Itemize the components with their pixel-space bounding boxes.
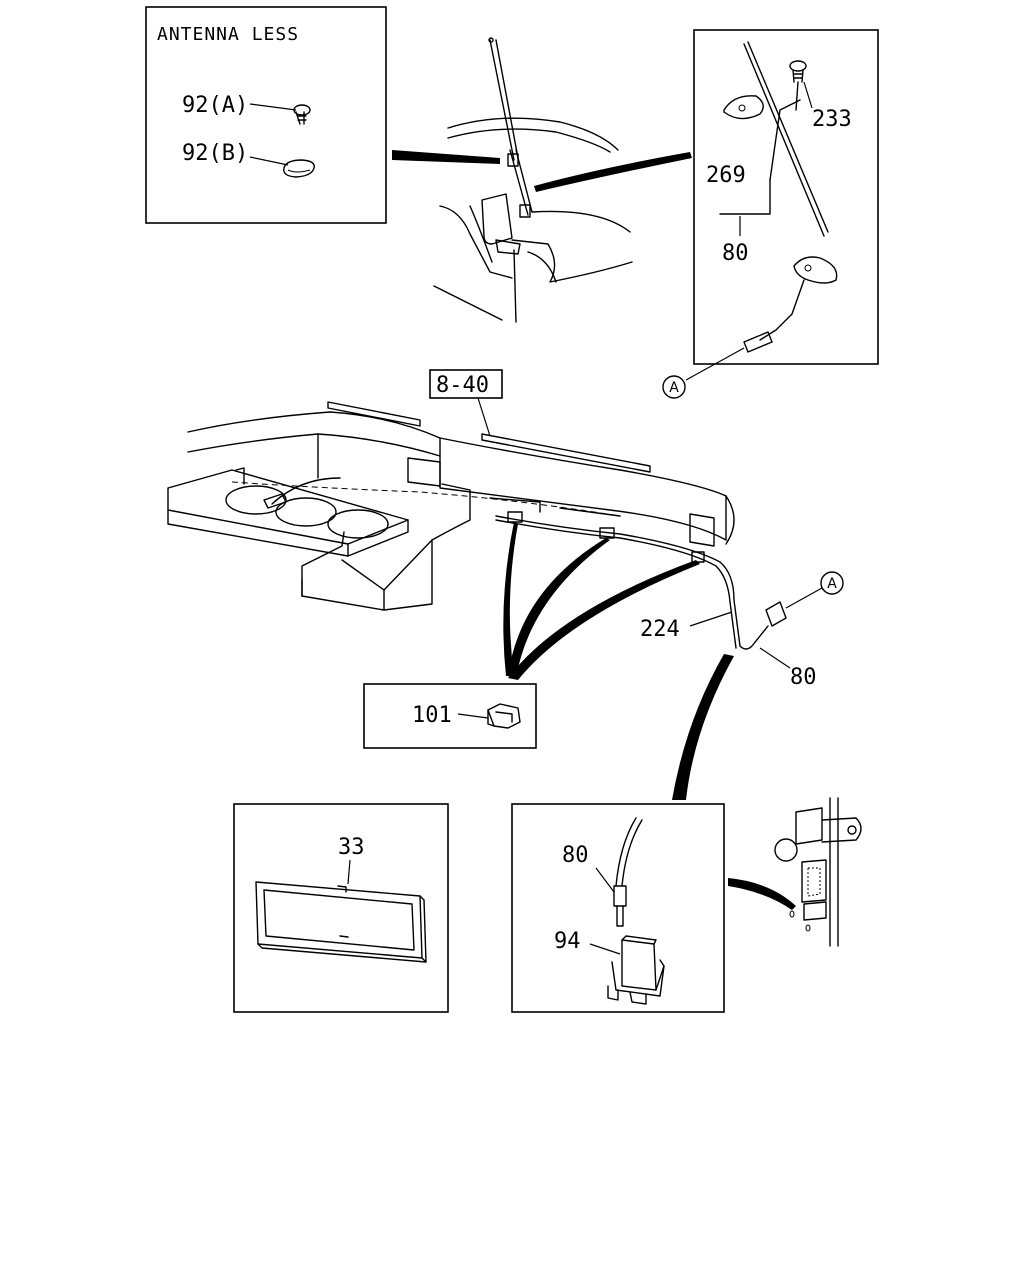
part-label-92b: 92(B) bbox=[182, 141, 248, 166]
svg-text:A: A bbox=[827, 576, 837, 592]
inset-radio-connector: 80 94 bbox=[511, 803, 725, 1013]
dashboard-assembly: 8-40 bbox=[167, 369, 823, 690]
bezel-33 bbox=[255, 881, 427, 963]
connector-ref-a-main: A bbox=[820, 571, 844, 595]
inset-mast-detail: 233 269 80 bbox=[685, 29, 879, 381]
fender-antenna-view bbox=[433, 37, 692, 323]
ref-box-8-40 bbox=[429, 369, 503, 399]
pointer-sweep-door bbox=[728, 878, 796, 910]
pointer-sweep-left bbox=[392, 150, 500, 164]
inset-mast-frame bbox=[693, 29, 879, 365]
pointer-sweep-radio bbox=[672, 654, 734, 800]
cable-end-connector bbox=[765, 601, 787, 627]
inset-clip-frame bbox=[363, 683, 537, 749]
cable-clip-2 bbox=[599, 527, 615, 539]
part-label-80-radio: 80 bbox=[562, 843, 589, 868]
side-mirror bbox=[481, 193, 513, 245]
part-label-80-mast: 80 bbox=[722, 241, 749, 266]
inset-bezel-frame bbox=[233, 803, 449, 1013]
ref-box-label: 8-40 bbox=[436, 373, 489, 398]
plug-92b bbox=[283, 159, 315, 178]
part-label-101: 101 bbox=[412, 703, 452, 728]
radio-cable-plug bbox=[613, 885, 627, 907]
inset-radio-frame bbox=[511, 803, 725, 1013]
cable-224 bbox=[495, 515, 769, 650]
mast-connector bbox=[743, 331, 773, 353]
part-label-80-main: 80 bbox=[790, 665, 817, 690]
part-label-33: 33 bbox=[338, 835, 365, 860]
connector-ref-a-top: A bbox=[662, 375, 686, 399]
mast-rod bbox=[743, 43, 825, 237]
screw-233 bbox=[789, 60, 807, 111]
antenna-less-title: ANTENNA LESS bbox=[157, 24, 299, 45]
part-label-269: 269 bbox=[706, 163, 746, 188]
part-label-94: 94 bbox=[554, 929, 581, 954]
cable-panel bbox=[719, 179, 771, 215]
mast-base-269 bbox=[723, 95, 764, 120]
inset-antenna-less-frame bbox=[145, 6, 387, 224]
door-panel-detail bbox=[728, 797, 862, 947]
leader-92a bbox=[249, 103, 297, 111]
pointer-sweeps-clip bbox=[503, 522, 700, 680]
internal-cable bbox=[271, 477, 341, 505]
part-label-92a: 92(A) bbox=[182, 93, 248, 118]
leader-92b bbox=[249, 156, 289, 166]
inset-antenna-less: ANTENNA LESS 92(A) 92(B) bbox=[145, 6, 387, 224]
antenna-mast-bottom bbox=[509, 149, 529, 216]
inset-clip: 101 bbox=[363, 683, 537, 749]
clip-101 bbox=[487, 703, 521, 729]
svg-text:A: A bbox=[669, 380, 679, 396]
holder-94 bbox=[607, 935, 665, 1005]
part-label-233: 233 bbox=[812, 107, 852, 132]
screw-92a bbox=[293, 104, 311, 125]
pointer-sweep-right bbox=[534, 152, 692, 192]
inset-bezel: 33 bbox=[233, 803, 449, 1013]
cable-clip-1 bbox=[507, 511, 523, 523]
mast-mount bbox=[793, 256, 838, 284]
antenna-mast-top bbox=[489, 39, 515, 161]
part-label-224: 224 bbox=[640, 617, 680, 642]
